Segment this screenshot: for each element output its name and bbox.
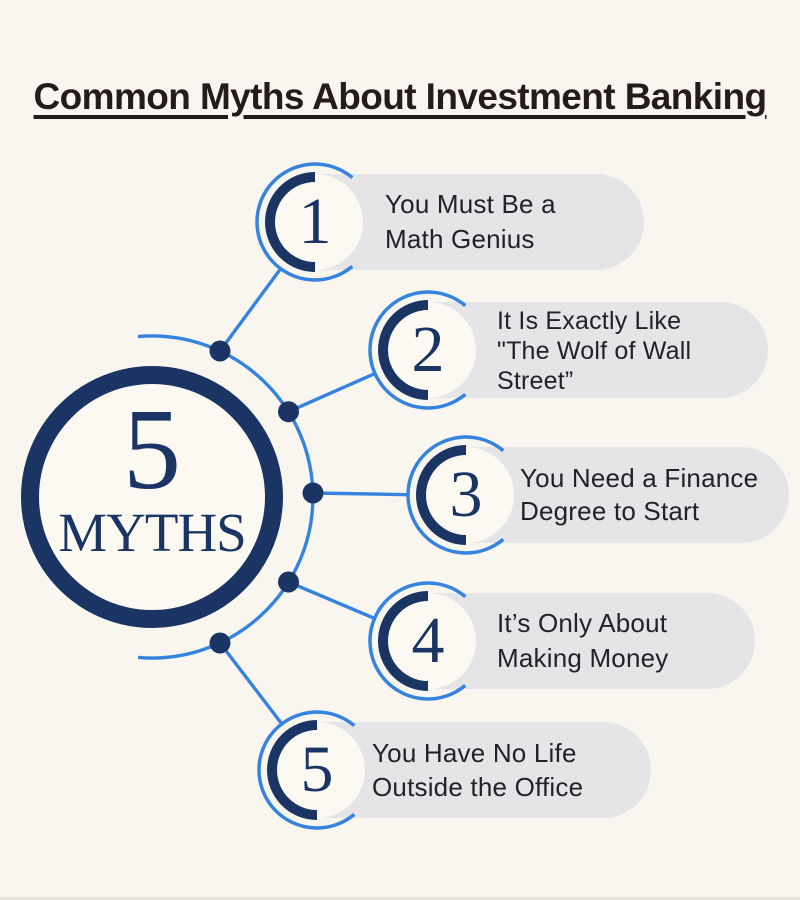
item-1-label-line-2: Math Genius xyxy=(385,224,535,254)
item-5-label-line-2: Outside the Office xyxy=(372,772,584,802)
connector-dot-3 xyxy=(302,482,324,504)
bottom-edge-shadow xyxy=(0,897,800,900)
item-5-pill xyxy=(269,722,651,818)
item-2-label-line-3: Street” xyxy=(497,367,574,395)
item-5-label: You Have No Life Outside the Office xyxy=(372,736,583,804)
item-3-label-line-1: You Need a Finance xyxy=(520,463,759,493)
item-4-number: 4 xyxy=(411,604,445,677)
item-5-inner-arc xyxy=(267,720,318,820)
item-4-label-line-2: Making Money xyxy=(497,643,669,673)
item-2-label-line-2: "The Wolf of Wall xyxy=(497,337,692,365)
item-1-outer-arc xyxy=(255,162,354,282)
item-2-inner-arc xyxy=(378,300,429,400)
item-2-number: 2 xyxy=(411,313,445,386)
connector-dot-1 xyxy=(209,340,231,362)
connector-dot-2 xyxy=(278,401,299,423)
item-5-number: 5 xyxy=(300,733,334,806)
center-myths-count: 5 xyxy=(123,386,181,514)
connector-dot-4 xyxy=(278,571,299,593)
item-1-circle xyxy=(267,174,363,270)
connector-line-1 xyxy=(218,267,282,353)
item-1-label: You Must Be a Math Genius xyxy=(385,187,556,257)
item-3-label: You Need a Finance Degree to Start xyxy=(520,462,758,528)
item-3-outer-arc xyxy=(406,435,505,555)
connector-line-4 xyxy=(287,580,376,620)
item-4-label: It’s Only About Making Money xyxy=(497,606,668,676)
item-4-inner-arc xyxy=(378,591,429,691)
item-4-pill xyxy=(380,593,755,689)
item-2-label: It Is Exactly Like "The Wolf of Wall Str… xyxy=(497,306,691,396)
item-1-inner-arc xyxy=(265,172,316,272)
item-3-inner-arc xyxy=(416,445,467,545)
item-3-number: 3 xyxy=(449,458,483,531)
item-2-pill xyxy=(380,302,768,398)
center-circle xyxy=(21,366,283,628)
connector-line-5 xyxy=(218,641,284,725)
page-title: Common Myths About Investment Banking xyxy=(33,76,768,117)
item-2-label-line-1: It Is Exactly Like xyxy=(497,307,682,335)
item-1-pill xyxy=(267,174,644,270)
item-2-outer-arc xyxy=(368,290,467,410)
item-4-label-line-1: It’s Only About xyxy=(497,608,668,638)
item-4-outer-arc xyxy=(368,581,467,701)
item-4-circle xyxy=(380,593,476,689)
item-1-label-line-1: You Must Be a xyxy=(385,189,556,219)
item-3-pill xyxy=(418,447,789,543)
item-3-circle xyxy=(418,447,514,543)
connector-dot-5 xyxy=(209,632,231,654)
item-5-outer-arc xyxy=(257,710,356,830)
connector-line-2 xyxy=(287,371,376,414)
item-5-circle xyxy=(269,722,365,818)
center-myths-label: MYTHS xyxy=(58,502,247,563)
item-1-number: 1 xyxy=(298,185,332,258)
item-5-label-line-1: You Have No Life xyxy=(372,738,577,768)
item-3-label-line-2: Degree to Start xyxy=(520,496,700,526)
connector-line-3 xyxy=(312,491,409,497)
item-2-circle xyxy=(380,302,476,398)
